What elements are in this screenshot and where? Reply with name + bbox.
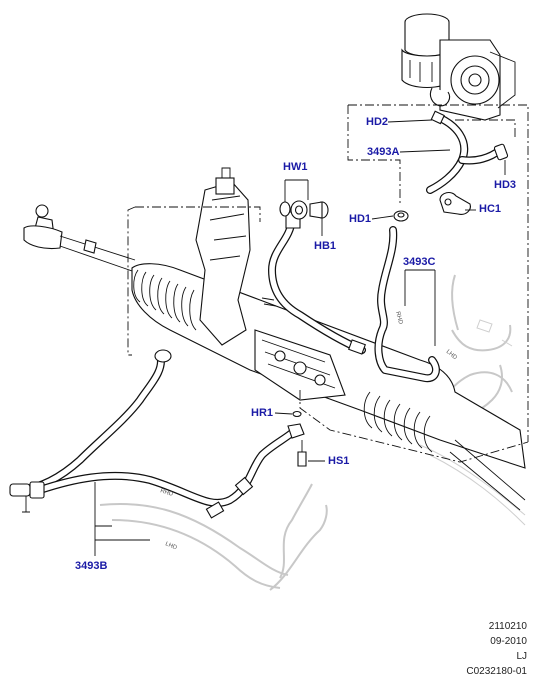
clamp-hd1 [393, 210, 409, 222]
callout-hc1: HC1 [479, 203, 502, 215]
callout-hb1: HB1 [314, 240, 337, 252]
bolt-hb1 [309, 201, 329, 219]
leader-lines [94, 119, 506, 556]
callout-hs1: HS1 [328, 455, 350, 467]
reservoir-pump-assembly [401, 13, 516, 121]
ref-code: C0232180-01 [466, 666, 527, 677]
hose-mark-lhd-lower: LHD [164, 541, 178, 551]
callout-3493a: 3493A [367, 146, 400, 158]
callout-hr1: HR1 [251, 407, 274, 419]
washers-hw1 [279, 200, 308, 220]
callout-hd3: HD3 [494, 179, 517, 191]
hose-mark-rhd-lower: RHD [159, 488, 174, 498]
rack-bellows-right [363, 391, 433, 453]
hose-mark-lhd-upper: LHD [445, 349, 459, 362]
callout-hw1: HW1 [283, 161, 308, 173]
hose-3493a [426, 110, 509, 194]
hose-3493b: RHD LHD [9, 349, 299, 552]
ref-initials: LJ [516, 651, 527, 662]
pressure-pipe-upper [261, 211, 366, 355]
callout-hd1: HD1 [349, 213, 372, 225]
steering-rack-assembly [131, 167, 526, 511]
tie-rod-left [23, 204, 136, 273]
ref-date: 09-2010 [490, 636, 527, 647]
callout-3493b: 3493B [75, 560, 108, 572]
clip-hc1 [439, 191, 471, 215]
rack-bellows-left [133, 269, 197, 331]
ref-number: 2110210 [488, 621, 527, 632]
callout-3493c: 3493C [403, 256, 436, 268]
hose-mark-rhd-upper: RHD [394, 311, 403, 326]
callout-hd2: HD2 [366, 116, 389, 128]
fitting-hr1-hs1 [287, 410, 307, 467]
frame-lines [127, 104, 529, 463]
